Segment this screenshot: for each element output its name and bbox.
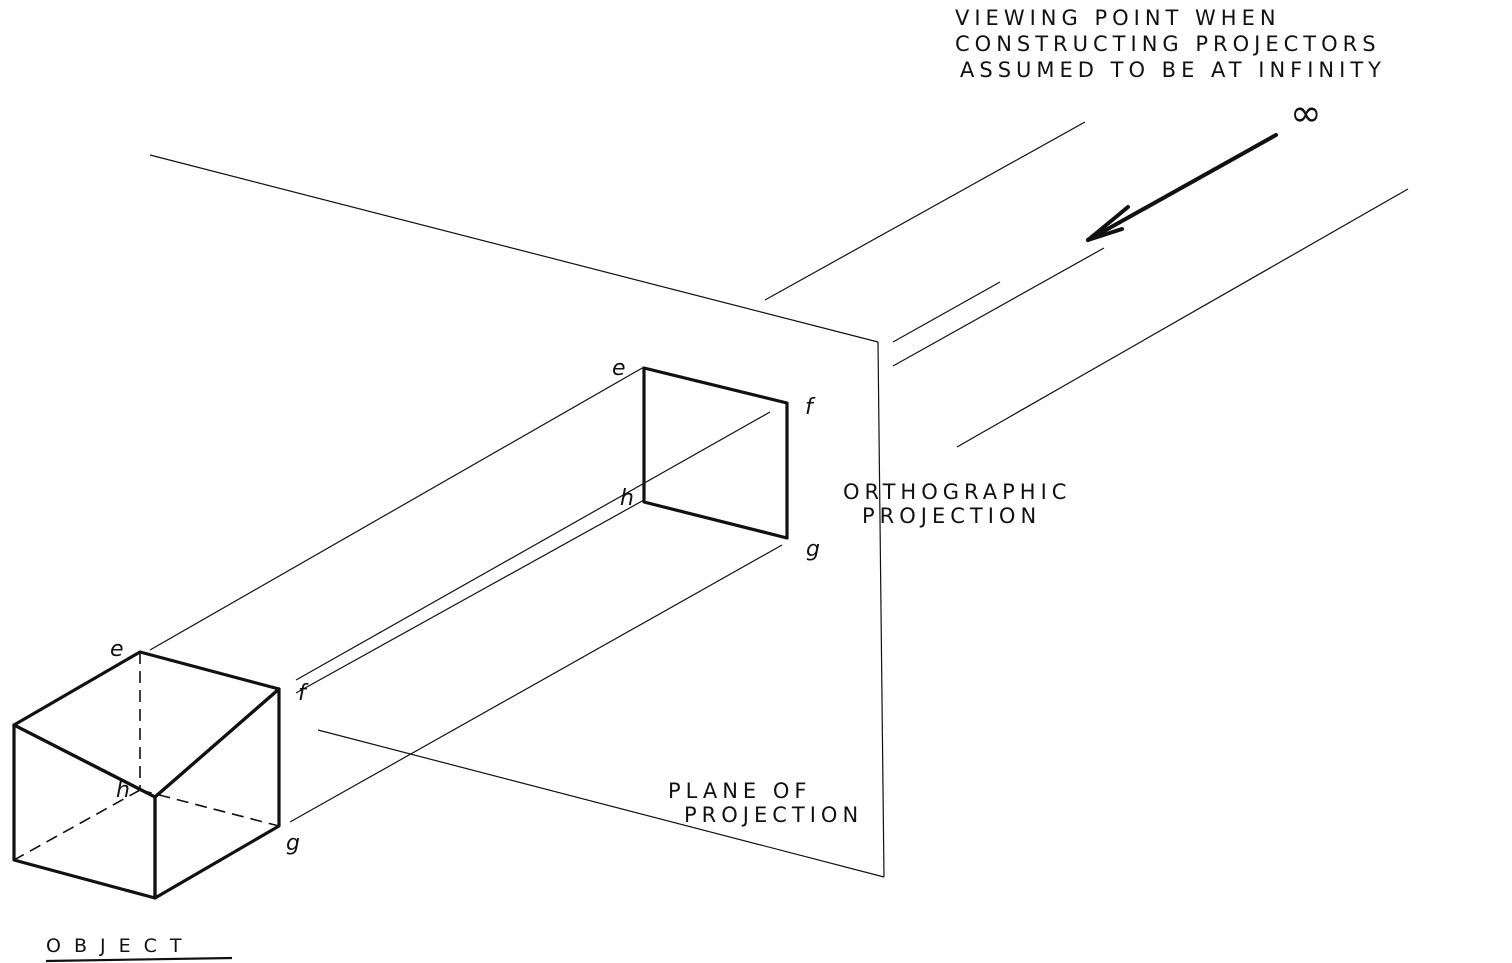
caption-line: ASSUMED TO BE AT INFINITY	[960, 58, 1386, 82]
projector-rays-far	[764, 121, 1409, 448]
projector-line-g	[289, 544, 783, 823]
projected-face	[642, 366, 789, 540]
projector-line-f	[295, 411, 771, 681]
caption-line: PROJECTION	[684, 803, 863, 827]
infinity-symbol: ∞	[1290, 91, 1322, 135]
cube-hidden-edge	[139, 789, 280, 827]
object-label: OBJECT	[46, 935, 194, 957]
projector-ray	[892, 247, 1105, 367]
cube-front-face	[12, 723, 157, 900]
caption-line: ORTHOGRAPHIC	[843, 480, 1071, 504]
object-caption: OBJECT	[45, 935, 233, 963]
vertex-label-f: f	[805, 395, 816, 420]
projector-lines	[149, 366, 783, 823]
vertex-label-h: h	[620, 486, 634, 511]
arrow-shaft	[1086, 133, 1278, 242]
plane-caption: PLANE OF PROJECTION	[668, 779, 863, 827]
vertex-label-f: f	[298, 681, 309, 706]
viewing-point-caption: VIEWING POINT WHEN CONSTRUCTING PROJECTO…	[955, 6, 1386, 82]
cube-hidden-edge	[13, 789, 141, 861]
projector-ray	[956, 188, 1409, 448]
vertex-label-e: e	[612, 356, 626, 381]
plane-bottom-edge	[317, 729, 885, 878]
vertex-label-g: g	[286, 831, 300, 856]
plane-top-edge	[149, 154, 879, 343]
projector-ray	[892, 281, 1001, 343]
caption-line: CONSTRUCTING PROJECTORS	[955, 32, 1381, 56]
orthographic-caption: ORTHOGRAPHIC PROJECTION	[843, 480, 1071, 528]
plane-right-edge	[877, 341, 885, 878]
arrow-head	[1086, 205, 1130, 242]
projector-line-h	[295, 499, 645, 694]
viewing-direction-arrow	[1086, 133, 1278, 242]
projection-plane	[149, 154, 885, 878]
projector-line-e	[149, 366, 645, 651]
projection-vertex-labels: e f h g	[612, 356, 820, 562]
caption-line: PROJECTION	[862, 504, 1041, 528]
vertex-label-h: h	[116, 778, 130, 803]
vertex-label-e: e	[110, 637, 124, 662]
object-vertex-labels: e f h g	[110, 637, 309, 856]
cube-right-face	[153, 687, 281, 900]
projector-ray	[764, 121, 1086, 301]
vertex-label-g: g	[806, 537, 820, 562]
object-cube	[12, 650, 281, 900]
caption-line: VIEWING POINT WHEN	[955, 6, 1281, 30]
object-label-underline	[45, 956, 233, 963]
caption-line: PLANE OF	[668, 779, 811, 803]
